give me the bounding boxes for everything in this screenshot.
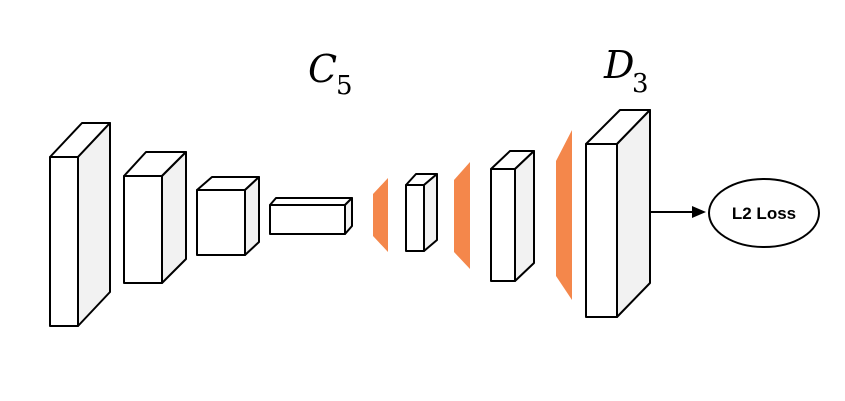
label-d3-main: D	[603, 43, 634, 87]
loss-label: L2 Loss	[732, 204, 796, 223]
encoder-block-4	[269, 197, 353, 235]
upsample-wedge-2	[454, 162, 470, 269]
label-d3-sub: 3	[632, 69, 649, 99]
decoder-block-2	[490, 150, 535, 282]
arrowhead-icon	[692, 206, 706, 218]
decoder-block-3-output	[585, 109, 651, 318]
loss-node: L2 Loss	[708, 178, 820, 248]
label-c5: C 5	[308, 47, 353, 101]
upsample-wedge-3	[556, 130, 572, 300]
encoder-block-2	[123, 151, 187, 284]
loss-ellipse	[708, 178, 820, 248]
output-arrow	[650, 206, 706, 218]
encoder-block-3	[196, 176, 260, 256]
encoder-block-1	[49, 122, 111, 327]
label-d3: D 3	[603, 43, 649, 99]
label-c5-main: C	[308, 47, 337, 91]
label-c5-sub: 5	[336, 71, 353, 101]
decoder-block-1	[405, 173, 438, 252]
upsample-wedge-1	[373, 178, 388, 252]
